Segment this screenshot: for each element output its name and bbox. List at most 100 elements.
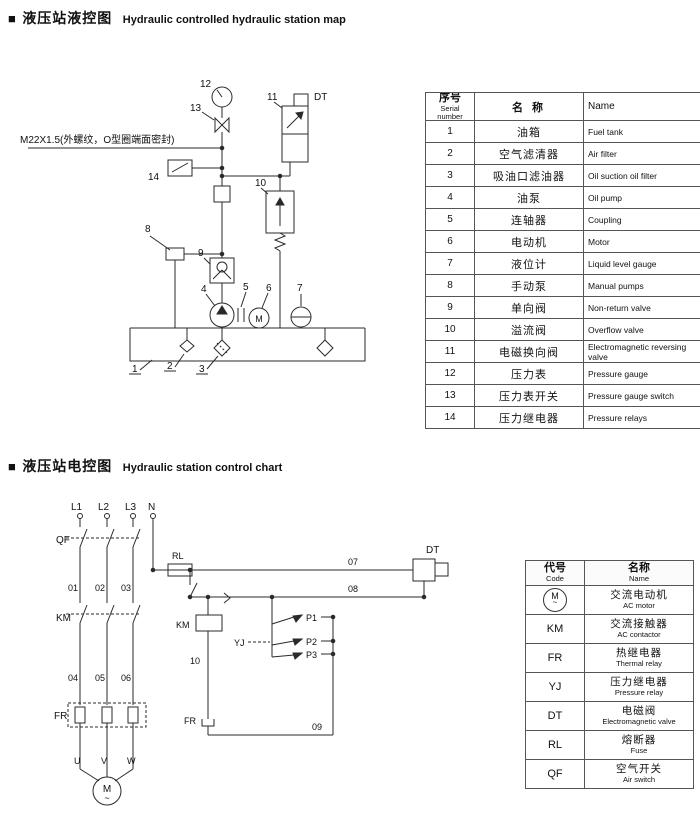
cell-name-en: Electromagnetic valve bbox=[602, 717, 676, 727]
cell-name-zh: 压力继电器 bbox=[610, 676, 668, 689]
cell-name-en: Air switch bbox=[622, 775, 656, 785]
label-13: 13 bbox=[190, 103, 202, 114]
header-code-zh: 代号 bbox=[544, 562, 566, 575]
header-name-zh: 名 称 bbox=[474, 92, 584, 121]
cell-name-en: Pressure relay bbox=[614, 688, 664, 698]
cell-code: QF bbox=[525, 759, 585, 789]
header-code: 代号 Code bbox=[525, 560, 585, 586]
electrical-lines bbox=[66, 513, 449, 806]
label-9: 9 bbox=[198, 248, 204, 259]
cell-zh: 吸油口滤油器 bbox=[474, 164, 584, 187]
hydraulic-lines bbox=[28, 86, 366, 375]
section2-title: ■ 液压站电控图 Hydraulic station control chart bbox=[8, 456, 282, 476]
label-rl: RL bbox=[172, 551, 184, 561]
cell-en: Electromagnetic reversing valve bbox=[583, 340, 700, 363]
cell-name-zh: 空气开关 bbox=[616, 763, 662, 776]
wire-01: 01 bbox=[68, 583, 78, 593]
port-thread-note: M22X1.5(外螺纹，O型圈端面密封) bbox=[20, 133, 174, 146]
cell-en: Air filter bbox=[583, 142, 700, 165]
cell-zh: 液位计 bbox=[474, 252, 584, 275]
label-10: 10 bbox=[255, 178, 267, 189]
cell-no: 13 bbox=[425, 384, 475, 407]
table-row: M ~ 交流电动机 AC motor bbox=[525, 585, 694, 615]
header-serial-zh: 序号 bbox=[439, 92, 461, 104]
label-fr-contact: FR bbox=[184, 716, 196, 726]
cell-name: 交流接触器 AC contactor bbox=[584, 614, 694, 644]
cell-no: 11 bbox=[425, 340, 475, 363]
cell-no: 10 bbox=[425, 318, 475, 341]
label-14: 14 bbox=[148, 172, 160, 183]
cell-zh: 溢流阀 bbox=[474, 318, 584, 341]
cell-en: Pressure gauge switch bbox=[583, 384, 700, 407]
table-row: FR 热继电器 Thermal relay bbox=[525, 643, 694, 673]
cell-zh: 连轴器 bbox=[474, 208, 584, 231]
table-row: QF 空气开关 Air switch bbox=[525, 759, 694, 789]
cell-zh: 压力继电器 bbox=[474, 406, 584, 429]
wire-03: 03 bbox=[121, 583, 131, 593]
cell-en: Pressure relays bbox=[583, 406, 700, 429]
label-km-contacts: KM bbox=[56, 613, 71, 624]
cell-en: Overflow valve bbox=[583, 318, 700, 341]
cell-name: 空气开关 Air switch bbox=[584, 759, 694, 789]
header-name-en: Name bbox=[583, 92, 700, 121]
motor-letter: M bbox=[255, 314, 263, 324]
section1-title: ■ 液压站液控图 Hydraulic controlled hydraulic … bbox=[8, 8, 346, 28]
cell-en: Pressure gauge bbox=[583, 362, 700, 385]
cell-no: 4 bbox=[425, 186, 475, 209]
cell-no: 8 bbox=[425, 274, 475, 297]
cell-name-en: Thermal relay bbox=[616, 659, 662, 669]
header-serial: 序号 Serial number bbox=[425, 92, 475, 121]
cell-zh: 单向阀 bbox=[474, 296, 584, 319]
label-n: N bbox=[148, 502, 155, 513]
hydraulic-labels: 12 13 11 DT M22X1.5(外螺纹，O型圈端面密封) 14 10 8… bbox=[20, 79, 327, 375]
cell-no: 5 bbox=[425, 208, 475, 231]
label-12: 12 bbox=[200, 79, 212, 90]
cell-code: DT bbox=[525, 701, 585, 731]
cell-name-zh: 熔断器 bbox=[621, 734, 657, 747]
cell-name: 压力继电器 Pressure relay bbox=[584, 672, 694, 702]
cell-zh: 电动机 bbox=[474, 230, 584, 253]
label-3: 3 bbox=[199, 364, 205, 375]
section2-title-zh: 液压站电控图 bbox=[22, 458, 113, 474]
label-dt: DT bbox=[314, 92, 327, 103]
cell-no: 1 bbox=[425, 120, 475, 143]
cell-zh: 空气滤清器 bbox=[474, 142, 584, 165]
motor-symbol: M ~ bbox=[543, 588, 567, 612]
title-square-marker: ■ bbox=[8, 11, 16, 26]
label-p2: P2 bbox=[306, 637, 317, 647]
cell-name-en: AC contactor bbox=[617, 630, 661, 640]
label-l2: L2 bbox=[98, 502, 110, 513]
table-row: KM 交流接触器 AC contactor bbox=[525, 614, 694, 644]
title-square-marker: ■ bbox=[8, 459, 16, 474]
label-6: 6 bbox=[266, 283, 272, 294]
wire-04: 04 bbox=[68, 673, 78, 683]
wire-08: 08 bbox=[348, 584, 358, 594]
cell-zh: 油箱 bbox=[474, 120, 584, 143]
cell-name-zh: 电磁阀 bbox=[621, 705, 657, 718]
cell-en: Coupling bbox=[583, 208, 700, 231]
label-8: 8 bbox=[145, 224, 151, 235]
code-legend-table: 代号 Code 名称 Name M ~ bbox=[525, 560, 694, 789]
motor-symbol-tilde: ~ bbox=[552, 598, 558, 608]
header-serial-en: Serial number bbox=[437, 104, 463, 121]
label-2: 2 bbox=[167, 361, 173, 372]
section1-title-zh: 液压站液控图 bbox=[22, 10, 113, 26]
cell-no: 12 bbox=[425, 362, 475, 385]
cell-no: 3 bbox=[425, 164, 475, 187]
header-name-en: Name bbox=[628, 574, 649, 584]
cell-en: Oil suction oil filter bbox=[583, 164, 700, 187]
table-row: DT 电磁阀 Electromagnetic valve bbox=[525, 701, 694, 731]
header-code-en: Code bbox=[546, 574, 564, 584]
label-dt: DT bbox=[426, 545, 439, 556]
wire-06: 06 bbox=[121, 673, 131, 683]
cell-code: KM bbox=[525, 614, 585, 644]
label-qf: QF bbox=[56, 535, 70, 546]
cell-name-zh: 交流接触器 bbox=[610, 618, 668, 631]
